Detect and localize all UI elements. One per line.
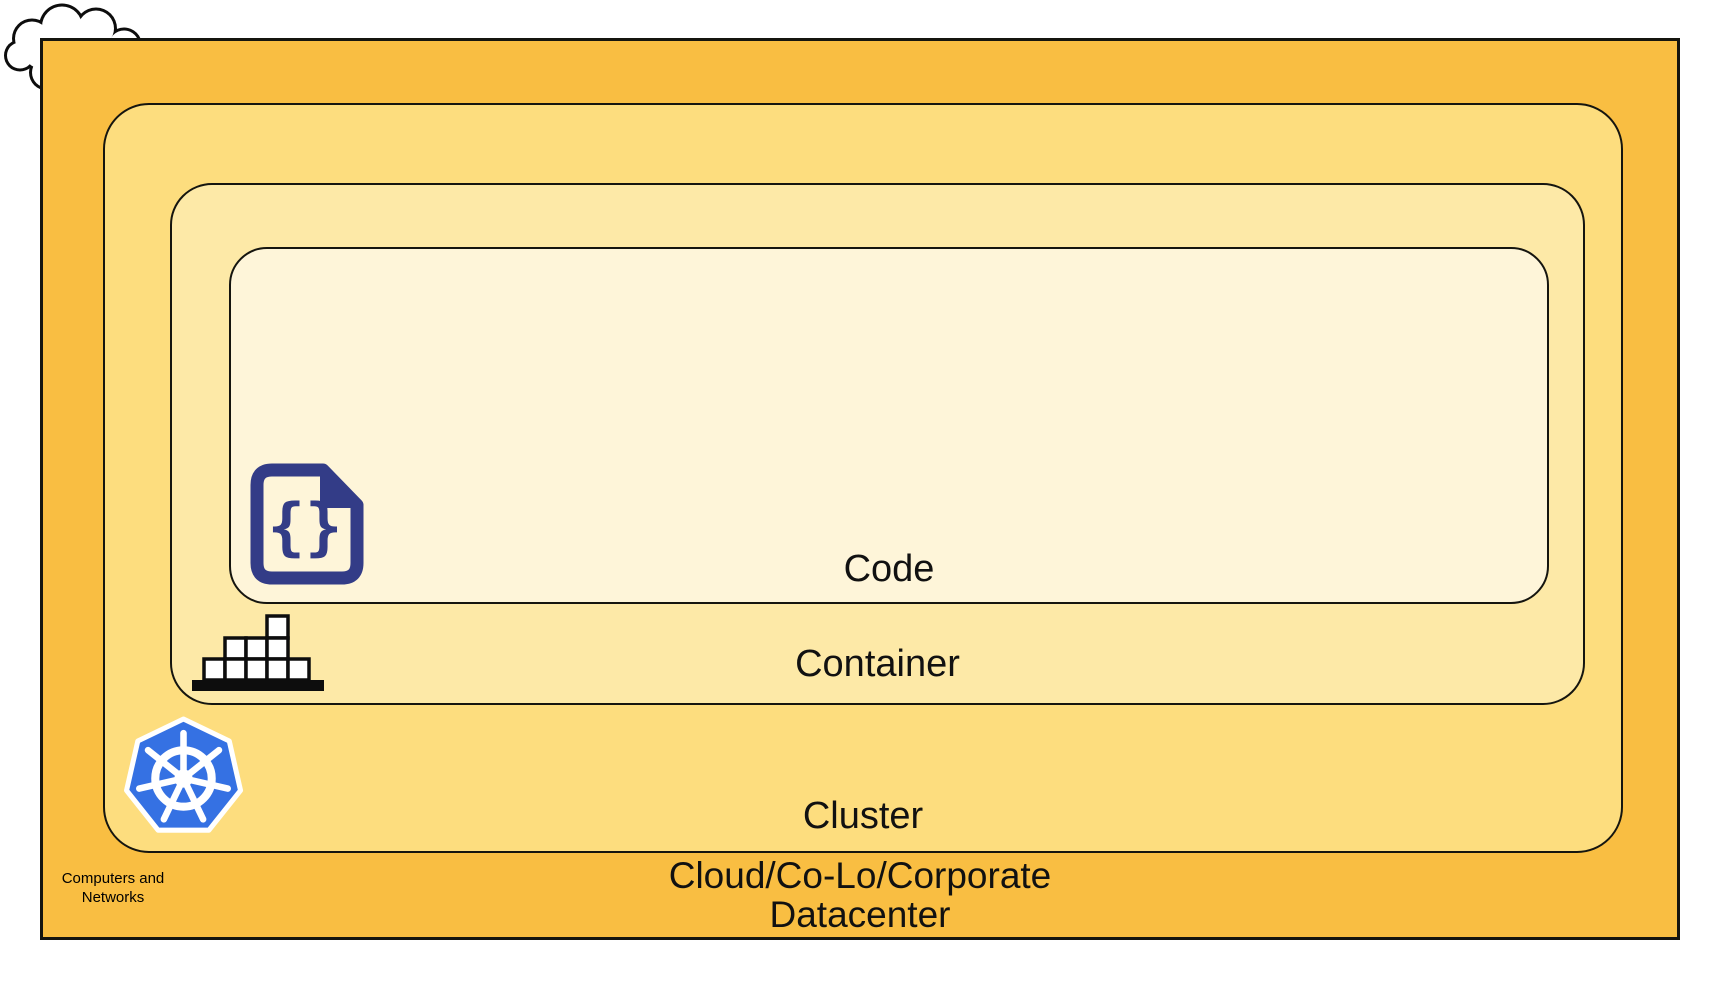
computers-networks-line2: Networks xyxy=(81,889,145,906)
cloud-datacenter-label: Cloud/Co-Lo/Corporate Datacenter xyxy=(668,855,1052,936)
computers-networks-line1: Computers and xyxy=(61,870,165,887)
code-layer: {} Code xyxy=(229,247,1549,604)
cluster-layer: {} Code xyxy=(103,103,1623,853)
code-braces-glyph: {} xyxy=(268,490,343,563)
container-stack-icon xyxy=(192,614,324,691)
container-label: Container xyxy=(795,643,960,686)
cloud-datacenter-layer: {} Code xyxy=(40,38,1680,940)
code-file-icon: {} xyxy=(250,463,364,585)
container-layer: {} Code xyxy=(170,183,1585,705)
cluster-label: Cluster xyxy=(802,795,924,838)
kubernetes-icon xyxy=(124,716,244,833)
computers-networks-label: Computers and Networks xyxy=(38,869,188,907)
code-label: Code xyxy=(843,548,935,591)
